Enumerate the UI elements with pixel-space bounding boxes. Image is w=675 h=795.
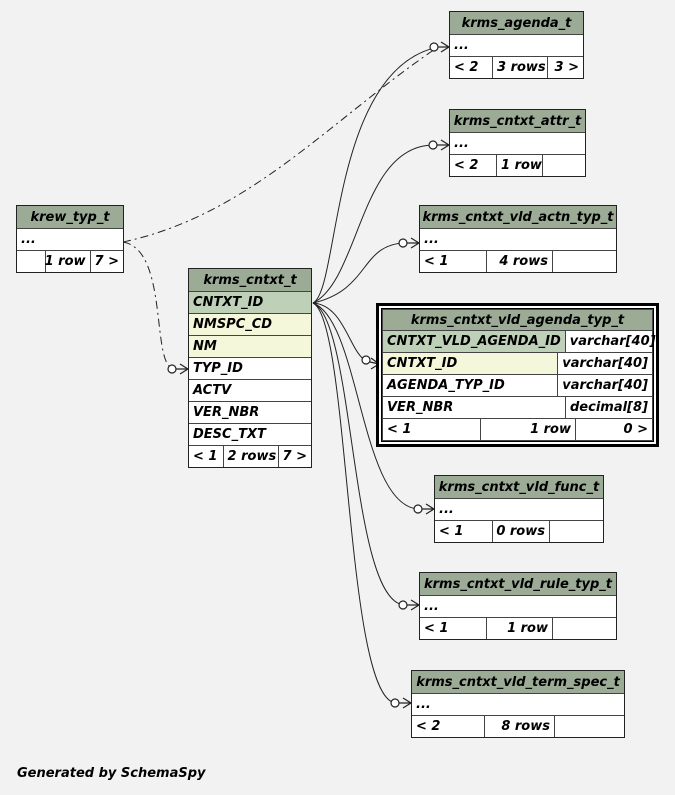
- table-title[interactable]: krms_agenda_t: [450, 12, 583, 34]
- parents-count[interactable]: < 2: [416, 719, 441, 734]
- children-count[interactable]: [554, 716, 624, 737]
- table-krew-typ-t[interactable]: krew_typ_t ... 1 row 7 >: [16, 205, 124, 273]
- row-count: 1 row: [44, 251, 90, 272]
- column-nm[interactable]: NM: [189, 336, 311, 357]
- column-cntxt-id[interactable]: CNTXT_ID: [383, 353, 558, 374]
- edge-end-func: [413, 503, 436, 515]
- edge-end-actn-typ: [398, 237, 421, 249]
- generated-by-label: Generated by SchemaSpy: [17, 766, 206, 781]
- edge-end-term-spec: [390, 697, 413, 709]
- column-ver-nbr[interactable]: VER_NBR: [193, 405, 260, 420]
- edge-krew-typ-to-krms-cntxt-typ-id: [122, 241, 176, 370]
- parents-count[interactable]: < 1: [193, 449, 218, 464]
- parents-count[interactable]: < 1: [439, 524, 464, 539]
- table-column-ellipsis: ...: [454, 136, 469, 151]
- table-krms-agenda-t[interactable]: krms_agenda_t ... < 2 3 rows 3 >: [449, 11, 584, 79]
- column-type: varchar[40]: [564, 331, 660, 352]
- parents-count[interactable]: [17, 251, 45, 272]
- edge-cntxt-to-actn-typ: [312, 242, 405, 304]
- row-count: 3 rows: [492, 57, 547, 78]
- table-title[interactable]: krms_cntxt_vld_func_t: [435, 476, 603, 498]
- row-count: 0 rows: [492, 521, 549, 542]
- table-krms-cntxt-vld-actn-typ-t[interactable]: krms_cntxt_vld_actn_typ_t ... < 1 4 rows: [419, 205, 617, 273]
- column-cntxt-vld-agenda-id[interactable]: CNTXT_VLD_AGENDA_ID: [383, 331, 565, 352]
- table-krms-cntxt-vld-agenda-typ-t[interactable]: krms_cntxt_vld_agenda_typ_t CNTXT_VLD_AG…: [376, 303, 659, 447]
- edge-cntxt-to-attr: [312, 144, 435, 304]
- table-krms-cntxt-vld-func-t[interactable]: krms_cntxt_vld_func_t ... < 1 0 rows: [434, 475, 604, 543]
- row-count: 1 row: [480, 419, 575, 440]
- column-type: decimal[8]: [565, 397, 652, 418]
- row-count: 8 rows: [484, 716, 554, 737]
- edge-end-agenda: [429, 41, 451, 53]
- edge-cntxt-to-rule-typ: [312, 302, 405, 606]
- edge-end-rule-typ: [398, 599, 421, 611]
- column-cntxt-id[interactable]: CNTXT_ID: [189, 292, 311, 313]
- table-krms-cntxt-attr-t[interactable]: krms_cntxt_attr_t ... < 2 1 row: [449, 109, 586, 177]
- table-title[interactable]: krms_cntxt_vld_term_spec_t: [412, 671, 624, 693]
- table-title[interactable]: krms_cntxt_attr_t: [450, 110, 585, 132]
- children-count[interactable]: [552, 618, 616, 639]
- column-actv[interactable]: ACTV: [193, 383, 232, 398]
- children-count[interactable]: 7 >: [277, 446, 311, 467]
- parents-count[interactable]: < 2: [454, 60, 479, 75]
- table-title[interactable]: krms_cntxt_vld_rule_typ_t: [420, 573, 616, 595]
- children-count[interactable]: [542, 155, 585, 176]
- column-type: varchar[40]: [557, 375, 652, 396]
- table-column-ellipsis: ...: [454, 38, 469, 53]
- edge-krew-typ-to-krms-agenda: [122, 46, 439, 243]
- table-column-ellipsis: ...: [424, 232, 439, 247]
- table-title[interactable]: krms_cntxt_vld_agenda_typ_t: [383, 310, 652, 330]
- children-count[interactable]: 7 >: [89, 251, 123, 272]
- parents-count[interactable]: < 2: [454, 158, 479, 173]
- row-count: 1 row: [486, 618, 552, 639]
- children-count[interactable]: [552, 251, 616, 272]
- edge-cntxt-to-func: [312, 302, 419, 510]
- parents-count[interactable]: < 1: [424, 254, 449, 269]
- children-count[interactable]: 0 >: [575, 419, 652, 440]
- table-title[interactable]: krms_cntxt_t: [189, 269, 311, 291]
- column-desc-txt[interactable]: DESC_TXT: [193, 427, 266, 442]
- edge-cntxt-to-term-spec: [312, 302, 397, 704]
- column-agenda-typ-id[interactable]: AGENDA_TYP_ID: [387, 378, 505, 393]
- row-count: 2 rows: [222, 446, 278, 467]
- table-column-ellipsis: ...: [21, 232, 36, 247]
- row-count: 1 row: [496, 155, 542, 176]
- column-typ-id[interactable]: TYP_ID: [193, 361, 243, 376]
- column-nmspc-cd[interactable]: NMSPC_CD: [189, 314, 311, 335]
- parents-count[interactable]: < 1: [424, 621, 449, 636]
- edge-cntxt-to-agenda-typ: [312, 302, 368, 362]
- table-krms-cntxt-vld-rule-typ-t[interactable]: krms_cntxt_vld_rule_typ_t ... < 1 1 row: [419, 572, 617, 640]
- table-krms-cntxt-t[interactable]: krms_cntxt_t CNTXT_ID NMSPC_CD NM TYP_ID…: [188, 268, 312, 468]
- children-count[interactable]: 3 >: [547, 57, 583, 78]
- table-column-ellipsis: ...: [416, 697, 431, 712]
- edge-end-typ-id: [167, 363, 190, 375]
- table-column-ellipsis: ...: [424, 599, 439, 614]
- column-ver-nbr[interactable]: VER_NBR: [387, 400, 454, 415]
- parents-count[interactable]: < 1: [387, 422, 412, 437]
- table-title[interactable]: krms_cntxt_vld_actn_typ_t: [420, 206, 616, 228]
- edge-end-attr: [428, 139, 451, 151]
- row-count: 4 rows: [486, 251, 552, 272]
- column-type: varchar[40]: [557, 353, 652, 374]
- table-column-ellipsis: ...: [439, 502, 454, 517]
- table-title[interactable]: krew_typ_t: [17, 206, 123, 228]
- children-count[interactable]: [549, 521, 603, 542]
- table-krms-cntxt-vld-term-spec-t[interactable]: krms_cntxt_vld_term_spec_t ... < 2 8 row…: [411, 670, 625, 738]
- edge-cntxt-to-agenda: [312, 46, 439, 304]
